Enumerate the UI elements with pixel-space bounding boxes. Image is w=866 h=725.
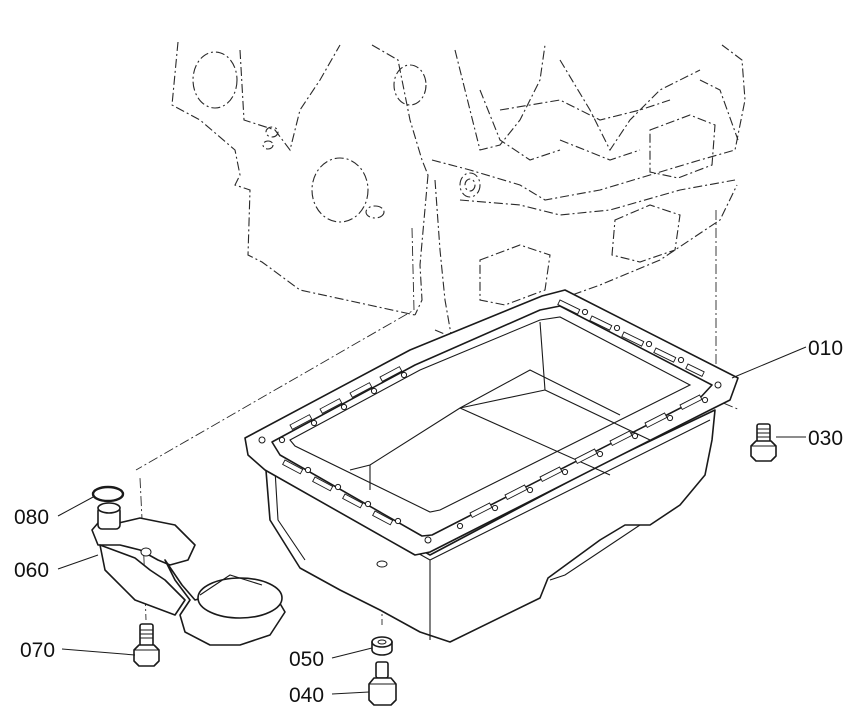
oil-pan xyxy=(264,409,716,643)
callout-010: 010 xyxy=(808,337,843,360)
leader-lines xyxy=(57,346,807,695)
callout-030: 030 xyxy=(808,427,843,450)
callout-060: 060 xyxy=(14,559,49,582)
oil-pan-gasket-flange xyxy=(244,289,739,556)
callout-080: 080 xyxy=(14,506,49,529)
part-050-washer xyxy=(371,636,393,656)
part-030-bolt xyxy=(750,423,777,462)
part-070-bolt xyxy=(133,623,160,667)
callout-040: 040 xyxy=(289,684,324,707)
callout-labels: 010 030 040 050 060 070 080 xyxy=(14,337,843,707)
gasket-bolt-slots xyxy=(282,299,705,526)
part-080-o-ring xyxy=(91,485,125,503)
callout-050: 050 xyxy=(289,648,324,671)
callout-070: 070 xyxy=(20,639,55,662)
part-060-oil-strainer xyxy=(91,502,286,646)
part-040-drain-plug xyxy=(368,661,397,706)
gasket-bolt-holes xyxy=(258,308,722,544)
engine-block-phantom xyxy=(171,41,746,351)
